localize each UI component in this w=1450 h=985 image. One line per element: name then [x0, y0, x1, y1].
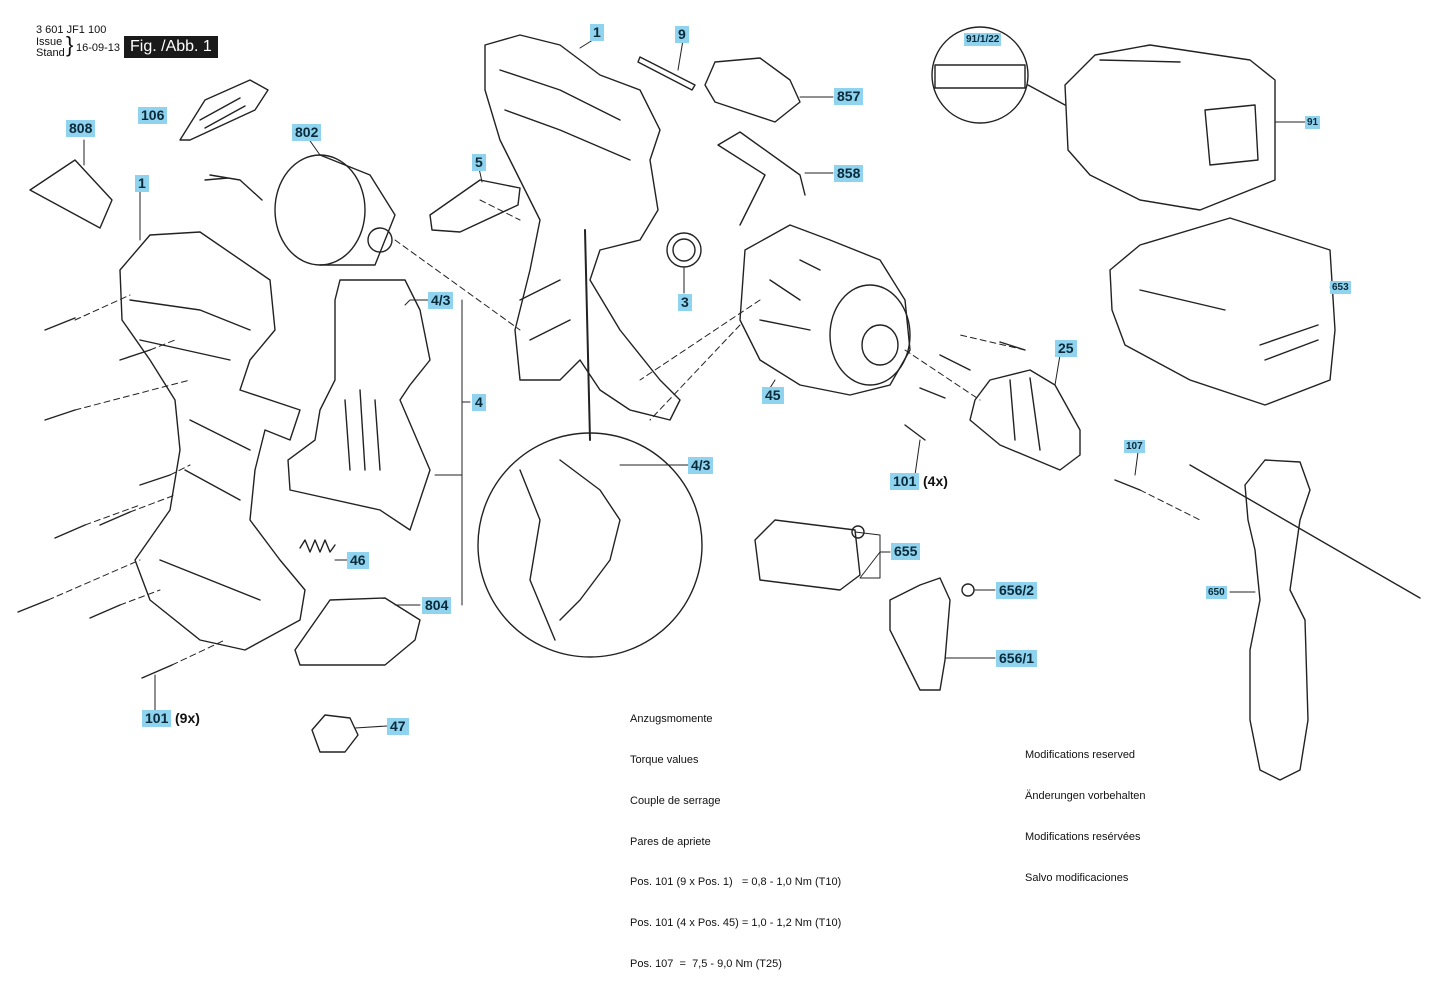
callout-653: 653 — [1330, 281, 1351, 294]
brace-icon: } — [66, 32, 74, 57]
callout-45: 45 — [762, 387, 784, 404]
part-number: 3 601 JF1 100 — [36, 24, 107, 36]
callout-46: 46 — [347, 552, 369, 569]
part-45-gearbox — [739, 224, 911, 396]
callout-802: 802 — [292, 124, 322, 141]
torque-pos-101-housing: Pos. 101 (9 x Pos. 1) = 0,8 - 1,0 Nm (T1… — [630, 876, 842, 889]
callout-4: 4 — [472, 394, 486, 411]
part-5-cover — [429, 179, 521, 233]
part-656-1 — [889, 577, 951, 691]
callout-25: 25 — [1055, 340, 1077, 357]
callout-101-left: 101 — [142, 710, 172, 727]
callout-858: 858 — [834, 165, 864, 182]
callout-857: 857 — [834, 88, 864, 105]
detail-91-1-22 — [931, 26, 1029, 124]
issue-date: 16-09-13 — [76, 42, 121, 54]
figure-label: Fig. /Abb. 1 — [124, 36, 218, 58]
callout-1-left: 1 — [135, 175, 149, 192]
callout-650: 650 — [1206, 586, 1227, 599]
part-47-knob — [311, 714, 359, 753]
callout-808: 808 — [66, 120, 96, 137]
callout-107: 107 — [1124, 440, 1145, 453]
torque-title-fr: Couple de serrage — [630, 794, 721, 807]
part-25-chuck — [969, 369, 1081, 471]
callout-5: 5 — [472, 154, 486, 171]
callout-9: 9 — [675, 26, 689, 43]
detail-circle — [477, 432, 703, 658]
callout-106: 106 — [138, 107, 168, 124]
part-653-charger — [1109, 217, 1336, 406]
screw-107 — [1114, 479, 1141, 491]
mod-es: Salvo modificaciones — [1025, 871, 1129, 884]
torque-notes: Anzugsmomente Torque values Couple de se… — [630, 686, 841, 985]
stand-label: Stand — [36, 47, 65, 59]
callout-47: 47 — [387, 718, 409, 735]
part-858-clip — [717, 131, 806, 226]
callout-1-top: 1 — [590, 24, 604, 41]
torque-title-es: Pares de apriete — [630, 835, 711, 848]
callout-4-3-detail: 4/3 — [688, 457, 714, 474]
part-3-ring — [666, 232, 702, 268]
part-1-housing-left — [119, 231, 306, 651]
callout-101-right: 101 — [890, 473, 920, 490]
part-857 — [704, 57, 801, 123]
torque-pos-101-gearbox: Pos. 101 (4 x Pos. 45) = 1,0 - 1,2 Nm (T… — [630, 917, 842, 930]
issue-label: Issue — [36, 36, 63, 48]
part-9-strip — [637, 56, 696, 91]
exploded-parts-diagram — [17, 26, 1421, 781]
torque-pos-107: Pos. 107 = 7,5 - 9,0 Nm (T25) — [630, 957, 782, 970]
modification-notes: Modifications reserved Änderungen vorbeh… — [1025, 722, 1145, 899]
callout-101-left-qty: (9x) — [175, 710, 200, 726]
torque-title-de: Anzugsmomente — [630, 713, 713, 726]
mod-de: Änderungen vorbehalten — [1025, 789, 1146, 802]
part-808-label — [29, 159, 113, 229]
callout-655: 655 — [891, 543, 921, 560]
mod-fr: Modifications resérvées — [1025, 830, 1141, 843]
torque-title-en: Torque values — [630, 753, 699, 766]
part-1-housing-right — [484, 34, 681, 421]
part-4-switch — [287, 279, 431, 531]
callout-804: 804 — [422, 597, 452, 614]
callout-3: 3 — [678, 294, 692, 311]
part-804-plate — [294, 597, 421, 666]
part-46-spring — [299, 539, 336, 553]
mod-en: Modifications reserved — [1025, 749, 1136, 762]
callout-91: 91 — [1305, 116, 1321, 129]
callout-656-2: 656/2 — [996, 582, 1038, 599]
part-91-battery — [1064, 44, 1276, 211]
callout-91-1-22: 91/1/22 — [964, 33, 1002, 46]
callout-101-right-qty: (4x) — [923, 473, 948, 489]
part-802-motor — [274, 154, 366, 266]
part-650-handle — [1244, 459, 1311, 781]
screw-101 — [17, 317, 173, 679]
part-106-badge — [179, 79, 269, 141]
callout-4-3-top: 4/3 — [428, 292, 454, 309]
part-655 — [754, 519, 861, 591]
callout-656-1: 656/1 — [996, 650, 1038, 667]
